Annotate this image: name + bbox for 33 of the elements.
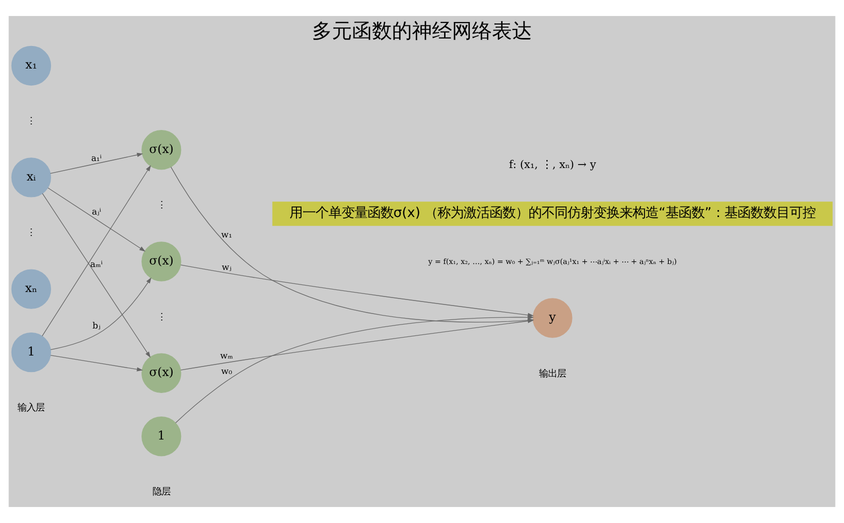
label: ⋮ — [26, 116, 36, 128]
arrow — [42, 165, 151, 336]
label: 用一个单变量函数σ(x) （称为激活函数）的不同仿射变换来构造“基函数”：基函数数目可控 — [289, 206, 816, 222]
edge-label: bⱼ — [92, 321, 100, 332]
diagram-title: 多元函数的神经网络表达 — [312, 18, 532, 43]
label: ⋮ — [156, 200, 166, 212]
arrow — [50, 277, 152, 350]
edge-label: w₁ — [221, 230, 232, 241]
edge-label: wₘ — [220, 352, 234, 362]
label: 输入层 — [18, 402, 45, 414]
label: ⋮ — [26, 228, 36, 239]
edge-label: w₀ — [221, 367, 232, 378]
arrow — [50, 355, 143, 372]
node-circle: y — [532, 298, 572, 338]
edge-label: wⱼ — [222, 262, 232, 273]
node-circle: xᵢ — [11, 158, 52, 198]
node-circle: 1 — [11, 332, 52, 372]
edge-label: aⱼⁱ — [92, 208, 102, 218]
edge-label: aₘⁱ — [90, 260, 103, 270]
label: f: (x₁, ⋮, xₙ) → y — [508, 158, 596, 171]
edge-label: a₁ⁱ — [91, 154, 102, 164]
label: 输出层 — [538, 368, 566, 380]
node-circle: σ(x) — [142, 242, 182, 282]
node-circle: x₁ — [11, 46, 52, 86]
arrow — [42, 193, 151, 358]
label: ⋮ — [156, 312, 166, 323]
node-circle: σ(x) — [142, 353, 182, 393]
node-circle: xₙ — [11, 269, 52, 309]
node-circle: σ(x) — [142, 130, 182, 170]
label: 隐层 — [152, 486, 170, 498]
node-circle: 1 — [142, 416, 182, 456]
arrow — [50, 152, 144, 174]
arrow — [48, 188, 146, 252]
